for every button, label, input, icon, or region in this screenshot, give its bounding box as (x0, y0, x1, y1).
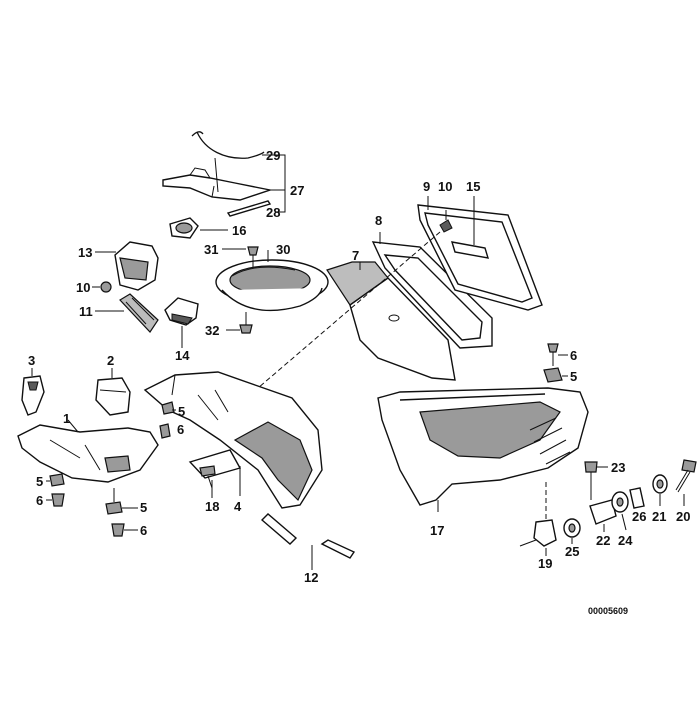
callout-5-mid: 5 (178, 404, 185, 419)
part-5-nut-left (49, 473, 65, 487)
part-6-screw-right (547, 343, 559, 366)
part-9-panel (417, 204, 543, 311)
callout-13: 13 (78, 245, 92, 260)
part-32-screw (239, 312, 253, 334)
callout-31: 31 (204, 242, 218, 257)
callout-23: 23 (611, 460, 625, 475)
part-27-bracket (162, 167, 273, 201)
part-28-rod (226, 200, 272, 217)
part-1-support (17, 424, 159, 483)
bracket-27-28-29 (262, 154, 286, 213)
part-3-clip (21, 375, 45, 416)
part-25-clip (563, 518, 581, 538)
part-4-bracket (143, 371, 323, 509)
leader-1 (67, 419, 79, 433)
callout-26: 26 (632, 509, 646, 524)
part-15-label (451, 196, 489, 259)
part-11-grille (119, 293, 159, 333)
callout-22: 22 (596, 533, 610, 548)
part-31-screw (247, 246, 259, 268)
callout-32: 32 (205, 323, 219, 338)
callout-30: 30 (276, 242, 290, 257)
callout-5-left: 5 (36, 474, 43, 489)
leader-27-29 (214, 157, 219, 193)
part-5-nut-right (543, 367, 563, 383)
part-21-washer (652, 474, 668, 494)
callout-5-right: 5 (570, 369, 577, 384)
leader-24 (621, 513, 627, 531)
callout-16: 16 (232, 223, 246, 238)
part-8-frame (371, 241, 493, 349)
callout-12: 12 (304, 570, 318, 585)
callout-25: 25 (565, 544, 579, 559)
callout-15: 15 (466, 179, 480, 194)
part-16-clip (169, 217, 199, 239)
part-14-trim (164, 297, 199, 326)
part-24-washer (611, 491, 629, 513)
part-30-speaker (215, 259, 329, 312)
callout-3: 3 (28, 353, 35, 368)
part-17-side-panel (377, 387, 589, 506)
part-26-bushing (629, 487, 645, 509)
callout-7: 7 (352, 248, 359, 263)
callout-2: 2 (107, 353, 114, 368)
callout-6-lower: 6 (140, 523, 147, 538)
callout-27: 27 (290, 183, 304, 198)
callout-18: 18 (205, 499, 219, 514)
callout-8: 8 (375, 213, 382, 228)
part-10-grommet (100, 281, 112, 293)
callout-9: 9 (423, 179, 430, 194)
document-number: 00005609 (588, 606, 628, 616)
callout-10-left: 10 (76, 280, 90, 295)
callout-24: 24 (618, 533, 633, 548)
part-22-nut (589, 499, 617, 525)
callout-21: 21 (652, 509, 666, 524)
part-29-strap (191, 131, 265, 159)
part-20-bolt (675, 459, 697, 493)
part-13-cover (114, 241, 159, 291)
callout-6-left: 6 (36, 493, 43, 508)
part-10-fastener (439, 210, 453, 233)
part-18-screw (199, 465, 216, 489)
part-6-screw-left (51, 493, 65, 507)
callout-20: 20 (676, 509, 690, 524)
part-6-screw-mid (159, 423, 171, 439)
callout-19: 19 (538, 556, 552, 571)
part-7-grille-panel (326, 261, 456, 381)
part-2-bracket (95, 377, 131, 416)
callout-6-mid: 6 (177, 422, 184, 437)
callout-5-lower: 5 (140, 500, 147, 515)
callout-4: 4 (234, 499, 242, 514)
callout-29: 29 (266, 148, 280, 163)
callout-11: 11 (79, 304, 93, 319)
part-19-clip (519, 519, 557, 547)
part-5-nut-mid (161, 401, 175, 415)
callout-28: 28 (266, 205, 280, 220)
callout-1: 1 (63, 411, 70, 426)
callout-17: 17 (430, 523, 444, 538)
callout-10-top: 10 (438, 179, 452, 194)
part-23-screw (584, 461, 598, 500)
callout-6-right: 6 (570, 348, 577, 363)
part-12-rods (260, 513, 356, 559)
part-5-nut-lower (105, 488, 123, 515)
callout-14: 14 (175, 348, 190, 363)
part-6-screw-lower (111, 523, 125, 537)
